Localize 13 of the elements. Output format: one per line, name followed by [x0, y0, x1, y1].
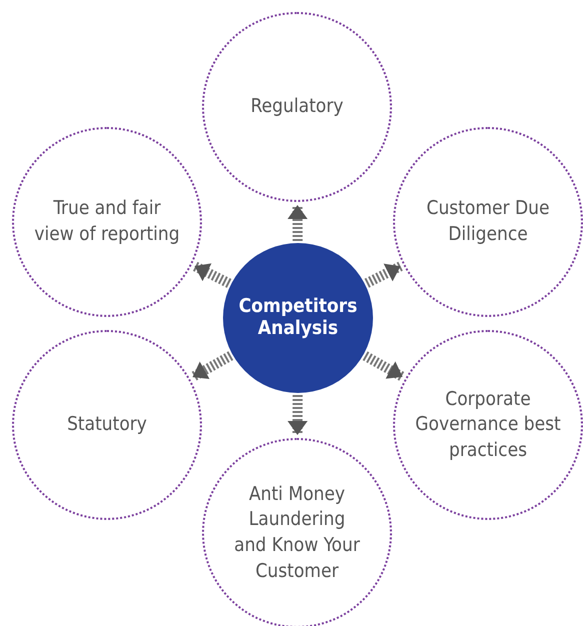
- circle-label: Statutory: [66, 412, 148, 438]
- circle-label: Corporate Governance best practices: [414, 386, 562, 463]
- circle-label: Customer Due Diligence: [426, 196, 550, 247]
- arrow: [288, 394, 308, 436]
- arrow: [190, 351, 234, 382]
- arrow: [288, 204, 308, 242]
- circle-label: Competitors Analysis: [238, 296, 358, 340]
- arrow: [362, 351, 406, 382]
- circle-label: Regulatory: [250, 94, 344, 120]
- arrow: [192, 262, 232, 288]
- arrow: [364, 262, 403, 288]
- circle-label: True and fair view of reporting: [33, 196, 181, 247]
- circle-label: Anti Money Laundering and Know Your Customer: [233, 482, 361, 584]
